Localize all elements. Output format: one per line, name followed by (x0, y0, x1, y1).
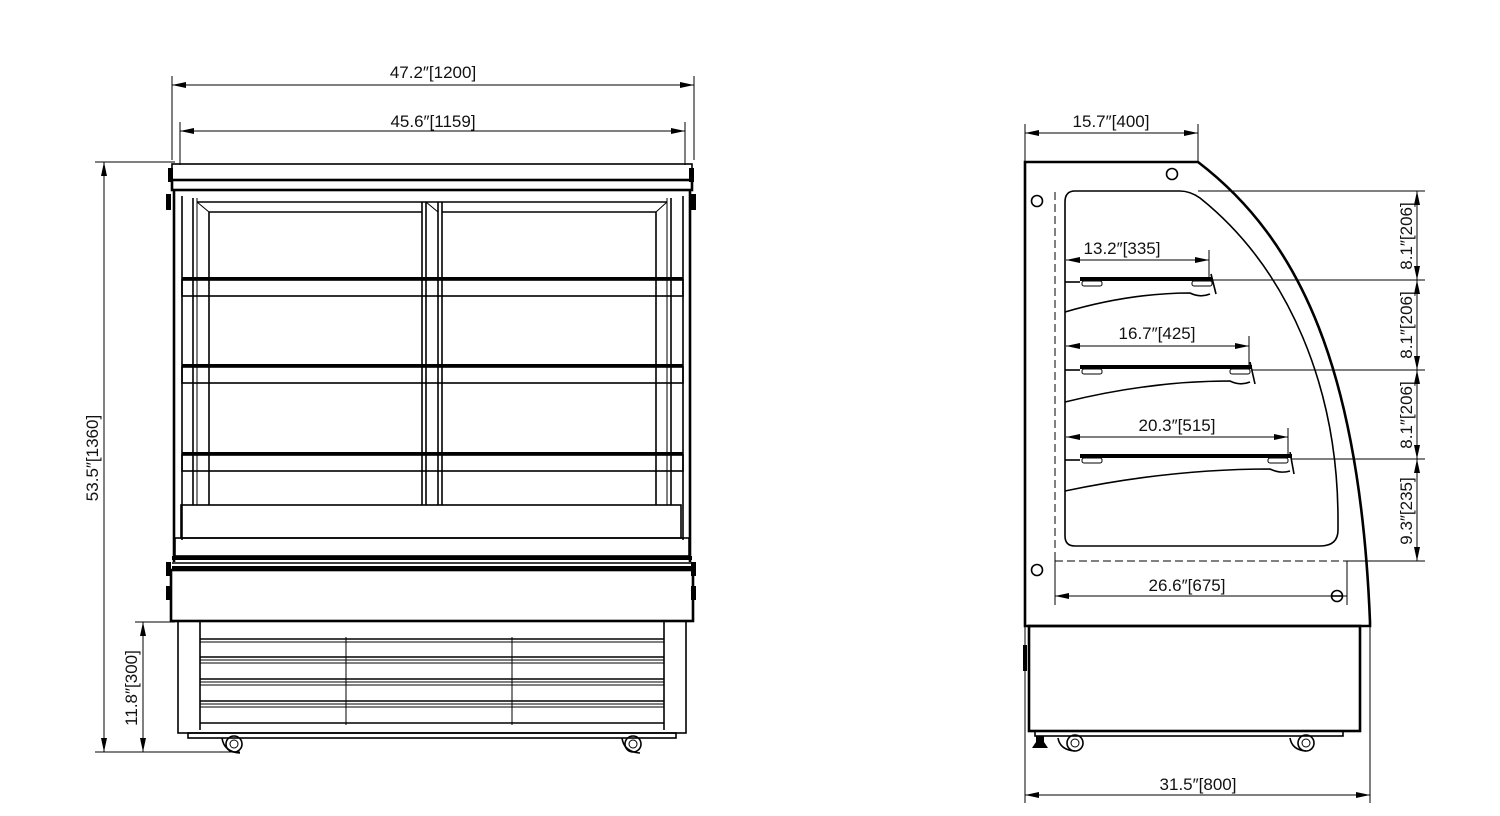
spacing-1-label: 8.1″[206] (1397, 202, 1416, 269)
dimension-base-height: 11.8″[300] (122, 621, 175, 752)
base-height-label: 11.8″[300] (122, 650, 141, 726)
dimension-shelf-spacings: 8.1″[206] 8.1″[206] 8.1″[206] 9.3″[235] (1397, 191, 1420, 561)
shelf-2-depth-label: 16.7″[425] (1119, 324, 1196, 343)
dimension-overall-width: 47.2″[1200] (171, 63, 695, 160)
front-shelf-2 (181, 364, 684, 384)
front-shelf-3 (181, 452, 684, 472)
front-view: 47.2″[1200] 45.6″[1159] 53.5″[1360] 11.8… (83, 63, 696, 754)
front-base (177, 620, 687, 739)
top-depth-label: 15.7″[400] (1073, 112, 1150, 131)
dimension-top-depth: 15.7″[400] (1024, 112, 1199, 162)
front-shelf-1 (181, 277, 684, 297)
dimension-inner-depth: 26.6″[675] (1054, 560, 1348, 605)
dimension-inner-width: 45.6″[1159] (179, 112, 686, 165)
side-base (1023, 624, 1362, 748)
shelf-1-depth-label: 13.2″[335] (1084, 239, 1161, 258)
spacing-3-label: 8.1″[206] (1397, 381, 1416, 448)
side-shelf-1: 13.2″[335] (1064, 239, 1217, 313)
dimension-overall-depth: 31.5″[800] (1024, 626, 1371, 803)
inner-width-label: 45.6″[1159] (390, 112, 475, 131)
inner-depth-label: 26.6″[675] (1149, 576, 1226, 595)
side-view: 15.7″[400] 8.1″[206] 8.1″[206] 8.1″[206] (1023, 112, 1425, 803)
front-caster-right (621, 735, 642, 754)
side-caster-right (1289, 734, 1315, 752)
side-shelf-3: 20.3″[515] (1064, 416, 1295, 492)
overall-depth-label: 31.5″[800] (1160, 775, 1237, 794)
dimension-overall-height: 53.5″[1360] (83, 161, 240, 753)
side-caster-left (1057, 734, 1084, 752)
side-shelf-2: 16.7″[425] (1064, 324, 1256, 403)
front-caster-left (221, 735, 243, 754)
shelf-3-depth-label: 20.3″[515] (1139, 416, 1216, 435)
overall-height-label: 53.5″[1360] (83, 415, 102, 501)
spacing-2-label: 8.1″[206] (1397, 291, 1416, 358)
overall-width-label: 47.2″[1200] (390, 63, 476, 82)
spacing-4-label: 9.3″[235] (1397, 477, 1416, 544)
